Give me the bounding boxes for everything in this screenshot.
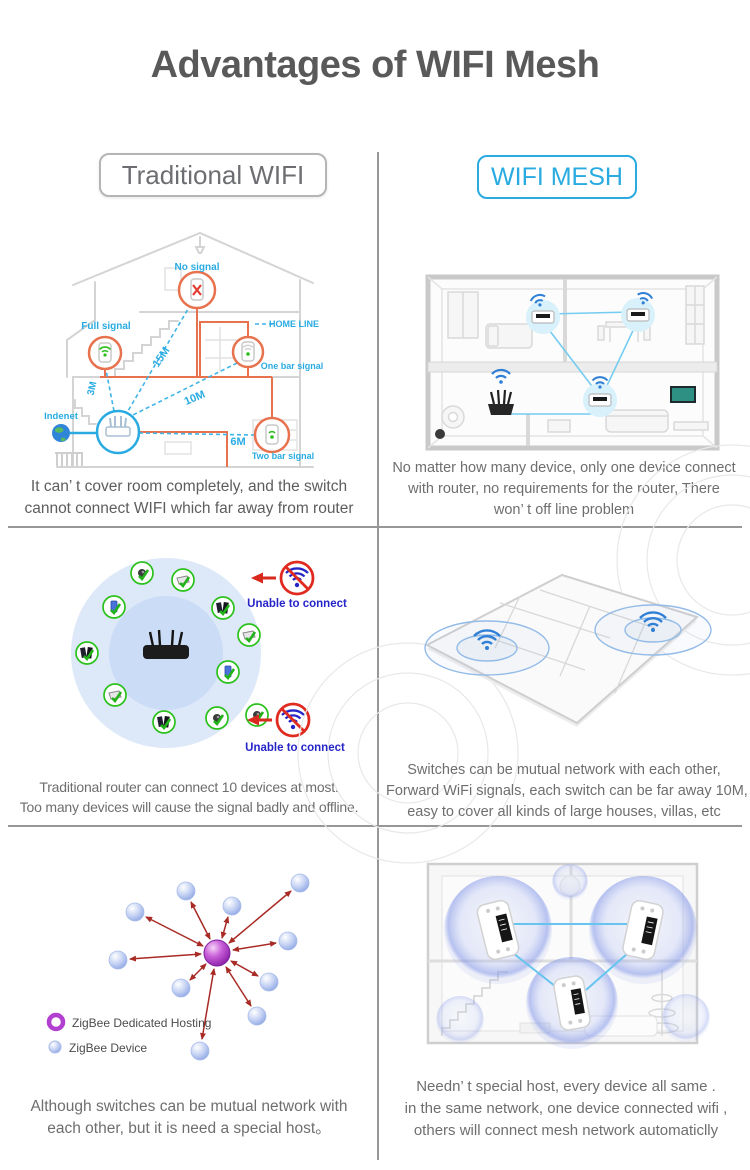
one-bar-label: One bar signal — [261, 361, 324, 371]
background-arcs — [297, 444, 750, 864]
zigbee-device-nodes — [108, 873, 310, 1061]
distance-10m-label: 10M — [183, 389, 207, 408]
tv-screen — [670, 386, 696, 403]
legend-device-label: ZigBee Device — [69, 1041, 147, 1055]
home-line-wiring — [100, 308, 273, 467]
router-node — [95, 409, 141, 455]
arrow-left-icon — [247, 714, 272, 726]
mesh-switches-caption: Needn’ t special host, every device all … — [404, 1078, 728, 1139]
zigbee-legend: ZigBee Dedicated Hosting ZigBee Device — [46, 1012, 211, 1055]
traditional-capacity-caption: Traditional router can connect 10 device… — [19, 779, 359, 816]
smart-switch — [622, 900, 664, 960]
traditional-capacity-diagram: Unable to connect Unable to connect — [71, 558, 347, 754]
wifi-icon — [473, 629, 501, 650]
no-signal-x-icon — [192, 284, 202, 296]
smart-switch — [553, 975, 591, 1031]
device-phone — [102, 595, 126, 619]
distance-3m-label: 3M — [86, 381, 100, 397]
wifi-full-icon — [98, 346, 112, 353]
wifi-dashed-links — [105, 303, 274, 436]
wifi-icon — [529, 293, 546, 307]
device-camera — [205, 706, 229, 730]
wifi-icon — [491, 368, 511, 384]
distance-6m-label: 6M — [230, 436, 245, 448]
internet-label: Indenet — [44, 411, 79, 422]
mesh-node-left — [424, 620, 550, 676]
distance-15m-label: 15M — [151, 345, 173, 369]
no-signal-node — [177, 270, 217, 310]
unable-to-connect-label-bottom: Unable to connect — [245, 742, 345, 754]
mesh-floorplan-caption: Switches can be mutual network with each… — [386, 762, 748, 821]
one-bar-node — [231, 335, 265, 369]
floorplan — [424, 573, 699, 727]
mesh-floorplan-diagram — [297, 444, 750, 864]
internet-globe-icon — [52, 424, 97, 442]
traditional-wifi-header: Traditional WIFI — [99, 153, 327, 197]
mesh-house-caption: No matter how many device, only one devi… — [392, 460, 736, 519]
two-bar-node — [253, 416, 291, 454]
page-title: Advantages of WIFI Mesh — [150, 44, 600, 86]
wifi-weak-icon — [242, 344, 254, 351]
no-wifi-icon — [279, 560, 315, 596]
column-divider — [377, 152, 379, 1160]
traditional-coverage-caption: It can’ t cover room completely, and the… — [24, 478, 354, 518]
mesh-node-right — [594, 604, 712, 656]
two-bar-label: Two bar signal — [252, 451, 314, 461]
home-line-label: HOME LINE — [269, 319, 319, 329]
zigbee-star-diagram: ZigBee Dedicated Hosting ZigBee Device — [46, 873, 310, 1061]
device-phone — [216, 660, 240, 684]
zigbee-star-caption: Although switches can be mutual network … — [30, 1098, 348, 1138]
mesh-switch-1 — [526, 293, 560, 334]
traditional-coverage-diagram: No signal Full signal HOME LINE One bar … — [44, 231, 324, 468]
full-signal-node — [87, 335, 123, 371]
device-phones — [211, 596, 235, 620]
mesh-furniture — [435, 285, 709, 439]
mesh-house-diagram — [425, 274, 720, 451]
router-center-icon — [143, 629, 189, 659]
wifi-mesh-label: WIFI MESH — [491, 162, 623, 191]
zigbee-host-node — [203, 939, 231, 967]
device-phones — [152, 710, 176, 734]
arrow-left-icon — [251, 572, 276, 584]
device-laptop — [171, 568, 195, 592]
star-arrows — [129, 890, 292, 1040]
legend-host-label: ZigBee Dedicated Hosting — [72, 1016, 211, 1030]
mesh-switch-2 — [621, 292, 655, 332]
wifi-twobar-icon — [268, 430, 276, 434]
legend-host-icon — [46, 1012, 66, 1032]
row-divider-1 — [8, 526, 742, 528]
fence — [55, 452, 83, 466]
legend-device-icon — [48, 1040, 62, 1054]
full-signal-label: Full signal — [81, 321, 131, 332]
device-camera — [130, 561, 154, 585]
wifi-icon — [639, 611, 667, 632]
mesh-switches-diagram — [426, 862, 710, 1049]
mesh-router — [488, 368, 514, 415]
connected-devices — [75, 561, 269, 734]
unable-to-connect-label-top: Unable to connect — [247, 598, 347, 610]
wifi-icon — [591, 376, 609, 389]
no-signal-label: No signal — [174, 262, 219, 273]
device-laptop — [237, 623, 261, 647]
traditional-wifi-label: Traditional WIFI — [121, 159, 305, 190]
smart-switch — [476, 899, 520, 961]
device-phones — [75, 641, 99, 665]
wifi-icon — [637, 292, 654, 305]
mesh-switch-3 — [583, 376, 617, 417]
device-laptop — [103, 683, 127, 707]
wifi-mesh-header: WIFI MESH — [477, 155, 637, 199]
no-wifi-icon — [275, 702, 311, 738]
